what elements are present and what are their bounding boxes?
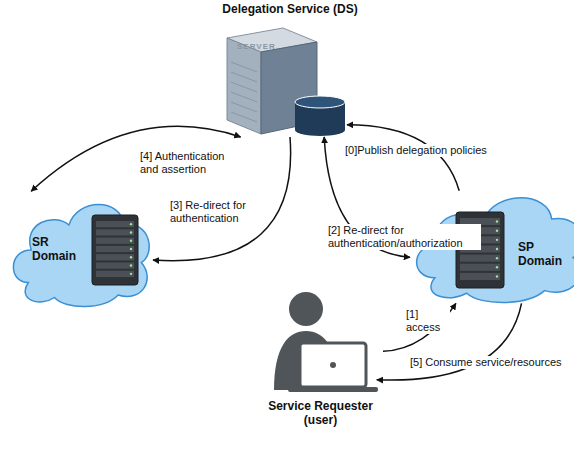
label-box: [5] Consume service/resources	[408, 352, 573, 370]
edge-label: [0]Publish delegation policies	[343, 144, 489, 157]
node-label: SR Domain	[32, 235, 90, 263]
node-illustration	[195, 2, 385, 137]
label-box: [2] Re-direct for authentication/authori…	[326, 224, 481, 251]
node-label: Delegation Service (DS)	[195, 2, 385, 16]
domain-cloud: SR Domain	[8, 185, 153, 310]
server-node: Delegation Service (DS) SERVER	[195, 2, 385, 137]
label-box: [4] Authentication and assertion	[138, 150, 242, 177]
user-figure: Service Requester (user)	[258, 285, 383, 443]
edge-label: [4] Authentication and assertion	[138, 150, 242, 176]
flow-arrow	[347, 125, 459, 191]
text-box: SP Domain	[518, 240, 572, 268]
edge-label: [2] Re-direct for authentication/authori…	[326, 224, 481, 250]
edge-label: [5] Consume service/resources	[408, 356, 564, 369]
text-box: Service Requester (user)	[258, 399, 383, 427]
server-mark: SERVER	[237, 42, 276, 51]
label-box: [1] access	[404, 308, 450, 335]
label-box: [3] Re-direct for authentication	[168, 199, 260, 226]
edge-label: [3] Re-direct for authentication	[168, 199, 260, 225]
label-box: [0]Publish delegation policies	[343, 140, 508, 158]
label-box: SERVER	[237, 42, 276, 51]
node-label: SP Domain	[518, 240, 572, 268]
edge-label: [1] access	[404, 308, 450, 334]
text-box: SR Domain	[32, 235, 90, 263]
text-box: Delegation Service (DS)	[195, 2, 385, 16]
flow-arrow	[383, 303, 456, 351]
node-illustration	[8, 185, 153, 310]
node-label: Service Requester (user)	[258, 399, 383, 427]
